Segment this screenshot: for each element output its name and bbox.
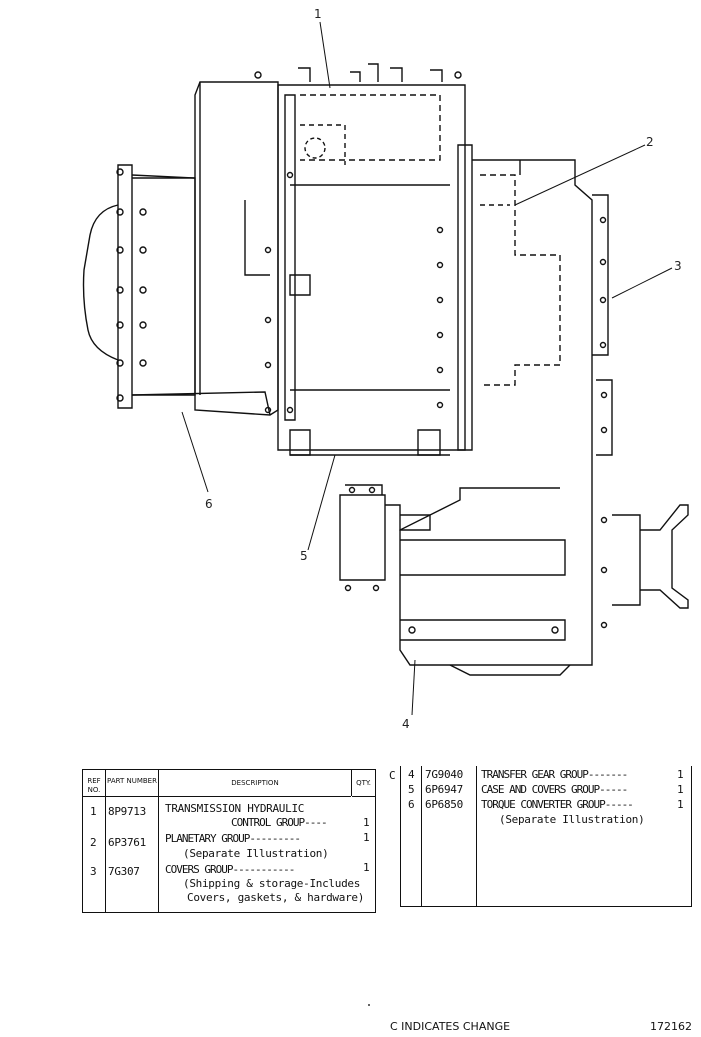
header-ref-no: REF NO. xyxy=(83,770,105,797)
callout-6: 6 xyxy=(205,497,213,511)
qty-3: 1 xyxy=(363,861,370,874)
header-description: DESCRIPTION xyxy=(159,770,351,797)
parts-table-left: REF NO. PART NUMBER DESCRIPTION QTY. 1 8… xyxy=(82,769,376,913)
torque-converter-housing xyxy=(82,164,196,409)
ref-4: 4 xyxy=(408,768,415,781)
hydraulic-control-valve xyxy=(339,484,431,592)
desc-1-line1: TRANSMISSION HYDRAULIC xyxy=(165,802,305,815)
desc-3-line1: COVERS GROUP----------- xyxy=(165,863,295,876)
callout-2: 2 xyxy=(646,135,654,149)
callout-5: 5 xyxy=(300,549,308,563)
desc-4: TRANSFER GEAR GROUP------- xyxy=(481,768,628,781)
header-part-number: PART NUMBER xyxy=(106,770,158,797)
callout-leaders xyxy=(181,21,673,716)
callout-4: 4 xyxy=(402,717,410,731)
part-7g307: 7G307 xyxy=(108,865,140,878)
change-legend: C INDICATES CHANGE xyxy=(390,1020,511,1033)
parts-table-right: 4 7G9040 TRANSFER GEAR GROUP------- 1 5 … xyxy=(400,766,692,907)
illustration-number: 172162 xyxy=(650,1020,692,1033)
change-marker: C xyxy=(389,769,396,782)
callout-1: 1 xyxy=(314,7,322,21)
qty-2: 1 xyxy=(363,831,370,844)
qty-1: 1 xyxy=(363,816,370,829)
desc-5: CASE AND COVERS GROUP----- xyxy=(481,783,628,796)
ref-2: 2 xyxy=(90,836,97,849)
part-7g9040: 7G9040 xyxy=(425,768,463,781)
desc-6-line2: (Separate Illustration) xyxy=(499,813,645,826)
desc-3-line3: Covers, gaskets, & hardware) xyxy=(187,891,365,904)
ref-1: 1 xyxy=(90,805,97,818)
qty-4: 1 xyxy=(677,768,684,781)
qty-5: 1 xyxy=(677,783,684,796)
desc-2-line1: PLANETARY GROUP--------- xyxy=(165,832,301,845)
header-qty: QTY. xyxy=(352,770,375,797)
part-6p6850: 6P6850 xyxy=(425,798,463,811)
part-6p3761: 6P3761 xyxy=(108,836,146,849)
ref-6: 6 xyxy=(408,798,415,811)
desc-3-line2: (Shipping & storage-Includes xyxy=(183,877,361,890)
desc-6-line1: TORQUE CONVERTER GROUP----- xyxy=(481,798,634,811)
callout-3: 3 xyxy=(674,259,682,273)
main-housing xyxy=(194,63,466,456)
desc-1-line2: CONTROL GROUP---- xyxy=(231,816,328,829)
part-8p9713: 8P9713 xyxy=(108,805,146,818)
case-frame xyxy=(131,177,271,416)
transfer-case xyxy=(399,144,689,676)
transmission-exploded-drawing xyxy=(82,21,689,716)
ref-3: 3 xyxy=(90,865,97,878)
ref-5: 5 xyxy=(408,783,415,796)
scan-speck xyxy=(368,1004,370,1006)
part-6p6947: 6P6947 xyxy=(425,783,463,796)
qty-6: 1 xyxy=(677,798,684,811)
desc-2-line2: (Separate Illustration) xyxy=(183,847,329,860)
